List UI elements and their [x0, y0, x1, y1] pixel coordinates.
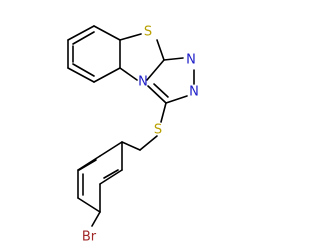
sulfur-atom-thioether: S	[154, 123, 162, 138]
bond	[91, 211, 101, 227]
molecule-canvas: S N N N S Br	[67, 24, 199, 245]
bond	[67, 25, 95, 41]
bonds	[67, 25, 195, 227]
atom-labels: S N N N S Br	[82, 25, 199, 245]
bond	[72, 31, 95, 45]
bond	[119, 67, 138, 81]
bromine-atom: Br	[82, 230, 97, 245]
bond	[72, 63, 95, 77]
bond	[93, 25, 121, 41]
molecule-structure: S N N N S Br	[67, 25, 199, 245]
bond	[139, 135, 158, 151]
nitrogen-atom-triazole-2: N	[189, 85, 199, 100]
bond	[121, 141, 141, 151]
bond	[147, 85, 167, 104]
bond	[93, 67, 121, 83]
bond	[160, 102, 167, 123]
bond	[77, 197, 101, 213]
bond	[146, 59, 165, 81]
bond	[99, 169, 123, 185]
bond	[163, 57, 184, 61]
bond	[165, 95, 188, 104]
bond	[67, 67, 95, 83]
sulfur-atom-thiazole: S	[144, 25, 152, 40]
bond	[99, 141, 123, 157]
bond	[78, 159, 97, 171]
bond	[156, 39, 165, 61]
bond	[119, 33, 142, 41]
bond	[103, 169, 119, 179]
nitrogen-atom-triazole-1: N	[186, 53, 196, 68]
nitrogen-atom-fused: N	[138, 75, 148, 90]
bond	[153, 83, 169, 98]
